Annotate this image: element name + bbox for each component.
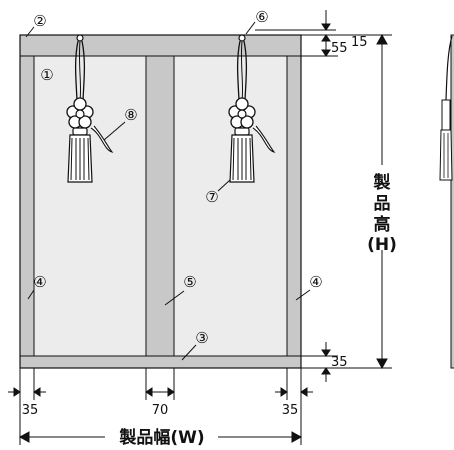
marker-1: ① xyxy=(40,66,53,84)
right-panel xyxy=(173,55,288,357)
height-char-3: 高 xyxy=(374,214,391,235)
height-char-4: (H) xyxy=(367,235,397,255)
width-label: 製品幅(W) xyxy=(118,427,204,448)
marker-5: ⑤ xyxy=(183,273,196,291)
dim-top-gap: 15 xyxy=(351,35,368,50)
marker-4-left: ④ xyxy=(33,273,46,291)
vertical-dimensions xyxy=(255,10,392,382)
marker-3: ③ xyxy=(195,329,208,347)
side-view xyxy=(439,34,454,369)
side-frame xyxy=(450,34,454,369)
horizontal-dimensions xyxy=(8,368,313,445)
tassel-ornament-right xyxy=(228,34,276,183)
marker-6: ⑥ xyxy=(255,8,268,26)
dim-top-rail: 55 xyxy=(331,41,348,56)
dim-center-mullion: 70 xyxy=(152,403,169,418)
marker-7: ⑦ xyxy=(205,188,218,206)
tassel-ornament-left xyxy=(66,34,114,183)
left-panel xyxy=(33,55,147,357)
height-char-1: 製 xyxy=(373,172,391,193)
height-char-2: 品 xyxy=(374,194,391,214)
dim-left-stile: 35 xyxy=(22,403,39,418)
marker-2: ② xyxy=(33,12,46,30)
marker-8: ⑧ xyxy=(124,106,137,124)
dim-bottom-rail: 35 xyxy=(331,355,348,370)
part-markers: ② ① ⑧ ⑥ ⑦ ④ ⑤ ④ ③ xyxy=(25,8,323,361)
marker-4-right: ④ xyxy=(309,273,322,291)
dim-right-stile: 35 xyxy=(282,403,299,418)
front-view xyxy=(19,34,302,369)
